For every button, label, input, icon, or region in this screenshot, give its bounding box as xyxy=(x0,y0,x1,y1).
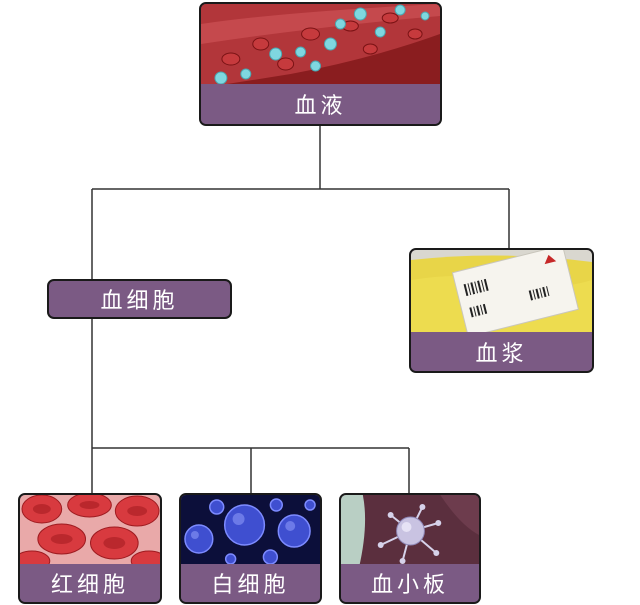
plasma-node: 血浆 xyxy=(409,248,594,373)
blood-node: 血液 xyxy=(199,2,442,126)
plasma-label: 血浆 xyxy=(411,332,592,371)
blood-vessel-cells-image xyxy=(201,4,440,88)
white-blood-cells-image xyxy=(181,495,320,568)
white-blood-cells-label: 白细胞 xyxy=(181,564,320,602)
white-blood-cells-node: 白细胞 xyxy=(179,493,322,604)
platelet-node: 血小板 xyxy=(339,493,481,604)
blood-cells-node: 血细胞 xyxy=(47,279,232,319)
plasma-bag-image xyxy=(411,250,592,336)
red-blood-cells-image xyxy=(20,495,160,568)
blood-label: 血液 xyxy=(201,84,440,124)
red-blood-cells-node: 红细胞 xyxy=(18,493,162,604)
red-blood-cells-label: 红细胞 xyxy=(20,564,160,602)
platelet-image xyxy=(341,495,479,568)
platelet-label: 血小板 xyxy=(341,564,479,602)
